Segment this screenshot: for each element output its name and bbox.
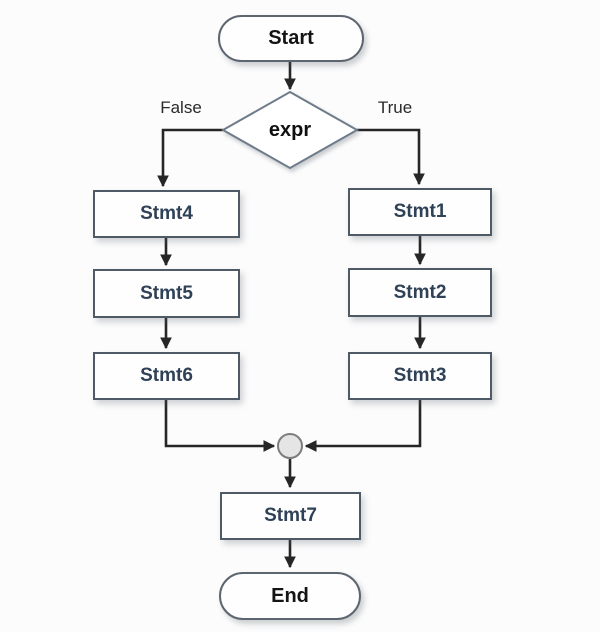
- node-stmt2-label: Stmt2: [393, 281, 447, 303]
- node-stmt5-label: Stmt5: [140, 282, 193, 304]
- node-stmt7: Stmt7: [220, 492, 361, 540]
- node-stmt5: Stmt5: [93, 269, 240, 318]
- node-stmt4: Stmt4: [93, 190, 240, 238]
- node-stmt3: Stmt3: [348, 352, 492, 400]
- node-stmt2: Stmt2: [348, 268, 492, 317]
- merge-junction-circle: [277, 433, 303, 459]
- node-stmt6-label: Stmt6: [140, 365, 193, 386]
- node-decision-label: expr: [268, 118, 312, 141]
- node-stmt4-label: Stmt4: [140, 203, 193, 224]
- node-start-label: Start: [268, 27, 314, 49]
- edge-stmt3-junction: [304, 400, 422, 452]
- edge-decision-false: [157, 128, 223, 188]
- edge-label-true: True: [377, 98, 413, 117]
- edge-label-false: False: [160, 98, 202, 117]
- node-stmt1-label: Stmt1: [393, 201, 447, 222]
- node-stmt6: Stmt6: [93, 352, 240, 400]
- node-stmt3-label: Stmt3: [393, 365, 447, 386]
- decision-diamond: [220, 90, 360, 170]
- node-end: End: [219, 572, 361, 620]
- node-end-label: End: [271, 584, 309, 607]
- node-start: Start: [218, 15, 364, 62]
- edge-decision-true: [357, 128, 425, 186]
- node-stmt1: Stmt1: [348, 188, 492, 236]
- node-stmt7-label: Stmt7: [264, 505, 317, 526]
- edge-stmt6-junction: [164, 400, 276, 452]
